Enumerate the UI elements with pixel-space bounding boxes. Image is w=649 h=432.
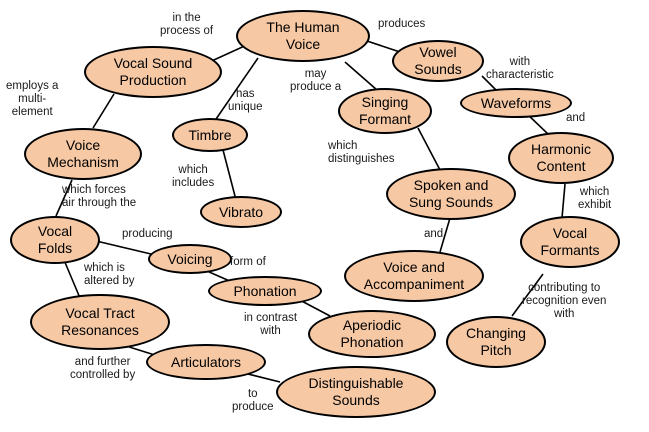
link-contributing-to-recognition: contributing to recognition even with	[522, 282, 607, 320]
concept-harmonic-content[interactable]: Harmonic Content	[508, 132, 614, 184]
link-and-further-controlled-by: and further controlled by	[70, 356, 136, 381]
link-form-of: form of	[230, 256, 266, 268]
line-harmonic-to-formants	[561, 183, 566, 219]
line-voice-to-singing-formant	[344, 61, 378, 91]
link-employs-a-multi-element: employs a multi- element	[6, 80, 59, 118]
link-in-contrast-with: in contrast with	[244, 312, 298, 337]
concept-vocal-tract-resonances[interactable]: Vocal Tract Resonances	[30, 294, 170, 350]
concept-vocal-sound-production[interactable]: Vocal Sound Production	[84, 46, 222, 98]
link-which-is-altered-by: which is altered by	[84, 262, 135, 287]
line-singing-formant-to-spoken	[417, 127, 441, 171]
line-folds-to-vocal-tract	[63, 259, 81, 299]
concept-spoken-and-sung-sounds[interactable]: Spoken and Sung Sounds	[386, 168, 516, 220]
concept-voice-mechanism[interactable]: Voice Mechanism	[24, 128, 142, 180]
concept-vowel-sounds[interactable]: Vowel Sounds	[392, 40, 484, 82]
concept-waveforms[interactable]: Waveforms	[460, 88, 572, 118]
link-which-distinguishes: which distinguishes	[328, 140, 395, 165]
link-which-includes: which includes	[172, 164, 215, 189]
concept-voice-and-accompaniment[interactable]: Voice and Accompaniment	[344, 250, 484, 302]
link-has-unique: has unique	[228, 88, 263, 113]
line-vowel-to-waveforms	[481, 75, 497, 91]
concept-distinguishable-sounds[interactable]: Distinguishable Sounds	[276, 366, 436, 418]
concept-vibrato[interactable]: Vibrato	[200, 196, 282, 228]
line-vsp-to-voice-mechanism	[92, 93, 115, 129]
concept-voicing[interactable]: Voicing	[148, 244, 232, 274]
concept-timbre[interactable]: Timbre	[172, 118, 248, 152]
link-with-characteristic: with characteristic	[486, 56, 554, 81]
link-and-waveforms: and	[566, 112, 586, 124]
link-may-produce-a: may produce a	[290, 68, 342, 93]
line-voice-to-vowel-sounds	[363, 39, 401, 53]
link-and-spoken: and	[424, 228, 444, 240]
link-produces: produces	[378, 18, 426, 30]
concept-the-human-voice[interactable]: The Human Voice	[236, 10, 370, 62]
concept-singing-formant[interactable]: Singing Formant	[338, 88, 432, 134]
line-timbre-to-vibrato	[221, 145, 237, 201]
link-which-exhibit: which exhibit	[578, 186, 612, 211]
line-folds-to-voicing	[91, 239, 152, 255]
concept-phonation[interactable]: Phonation	[208, 276, 322, 306]
concept-aperiodic-phonation[interactable]: Aperiodic Phonation	[308, 310, 436, 358]
line-voice-to-timbre	[213, 57, 259, 123]
concept-changing-pitch[interactable]: Changing Pitch	[446, 316, 546, 368]
link-which-forces-air: which forces air through the	[62, 184, 137, 209]
concept-vocal-formants[interactable]: Vocal Formants	[520, 216, 620, 268]
link-to-produce: to produce	[232, 388, 274, 413]
line-formants-to-changing-pitch	[511, 273, 544, 317]
concept-vocal-folds[interactable]: Vocal Folds	[10, 216, 100, 264]
line-mechanism-to-folds	[55, 179, 73, 217]
link-producing: producing	[122, 228, 173, 240]
line-spoken-to-voice-accompaniment	[439, 217, 451, 253]
concept-articulators[interactable]: Articulators	[146, 344, 266, 380]
link-in-the-process-of: in the process of	[160, 12, 214, 37]
